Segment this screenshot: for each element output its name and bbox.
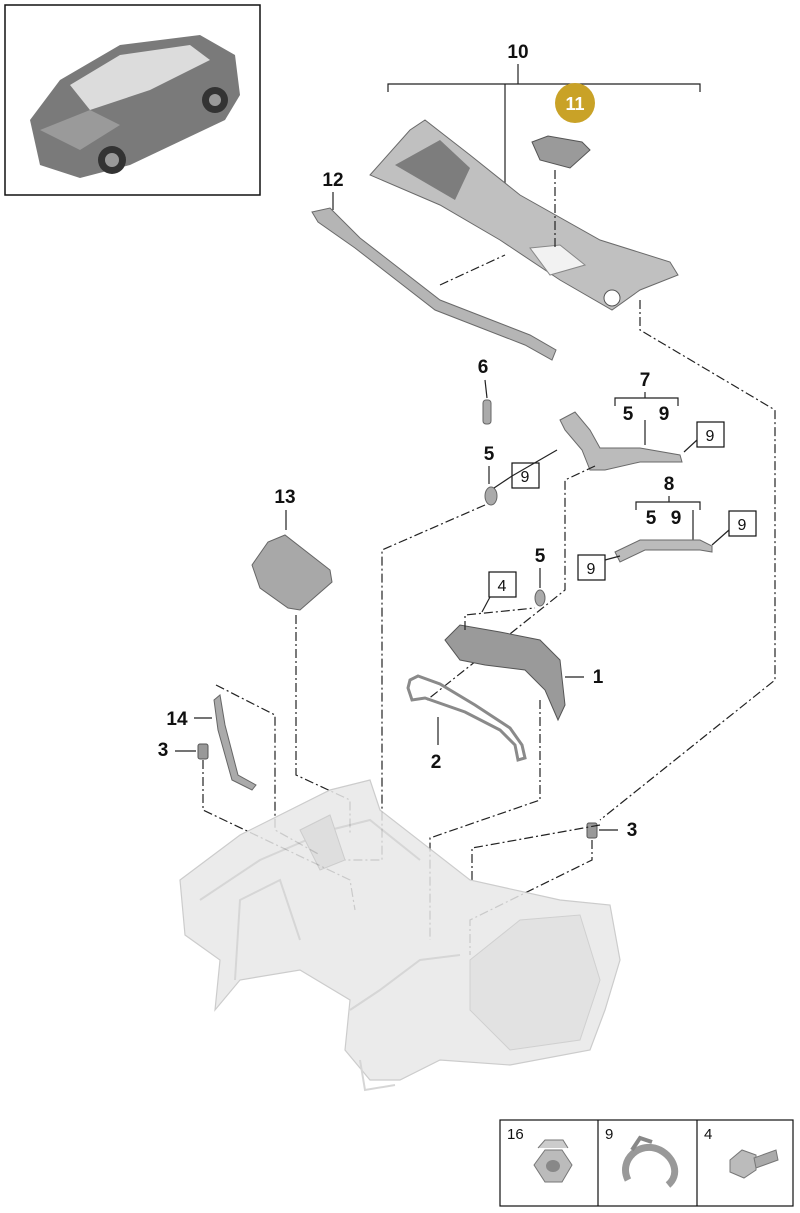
callout-9-e: 9 [738,517,747,534]
legend-cell-16[interactable]: 16 [507,1126,573,1183]
callout-box-9-e [728,510,757,537]
callout-box-4 [488,571,517,598]
leader-9-a [493,475,513,489]
leader-9-f [604,555,621,561]
callout-9-f: 9 [587,561,596,578]
callout-1: 1 [593,667,604,688]
legend-label-16: 16 [507,1126,524,1143]
callout-9-a: 9 [521,469,530,486]
legend-cell-4[interactable]: 4 [704,1126,779,1179]
grommet-part-5-d[interactable] [534,589,546,607]
callout-10: 10 [507,42,528,63]
callout-7: 7 [640,370,651,391]
cover-cap-part-11[interactable] [531,135,591,169]
callout-2: 2 [431,752,442,773]
leader-1-link [464,607,536,630]
leader-4 [481,596,491,613]
vehicle-thumbnail[interactable] [4,4,261,196]
seal-part-12[interactable] [311,207,557,361]
callout-5-d: 5 [535,546,546,567]
hose-part-8[interactable] [614,539,713,563]
callout-12: 12 [322,170,343,191]
callout-3-a: 3 [158,740,169,761]
cowl-panel-part-10[interactable] [369,119,679,311]
grommet-part-6[interactable] [482,399,492,425]
legend-table: 16 9 4 [499,1119,794,1207]
callout-box-9-a [511,462,540,489]
legend-cell-9[interactable]: 9 [605,1126,679,1188]
grommet-part-5-a[interactable] [484,486,498,506]
bracket-8 [635,501,701,510]
bracket-10 [387,64,701,195]
callout-box-9-c [696,421,725,448]
hose-part-7[interactable] [559,411,683,471]
callout-5-a: 5 [484,444,495,465]
highlight-badge[interactable] [555,83,595,123]
leader-9-e [711,529,730,546]
leader-9-a-link [511,449,558,477]
callout-5-c: 5 [646,508,657,529]
leader-13-body [295,615,351,835]
callout-11: 11 [565,94,584,114]
hose-clamp-icon [622,1135,679,1188]
callout-9-b: 9 [659,404,670,425]
callout-4: 4 [498,578,507,595]
bolt-icon [729,1149,779,1179]
bracket-part-1[interactable] [444,624,566,722]
callout-8: 8 [664,474,675,495]
callout-14: 14 [166,709,188,730]
tube-part-14[interactable] [213,694,257,791]
leader-long-right [599,300,776,821]
leader-long-right-end [471,824,601,880]
nut-icon [533,1139,573,1183]
callout-13: 13 [274,487,295,508]
callout-3-b: 3 [627,820,638,841]
callout-9-d: 9 [671,508,682,529]
callout-box-9-f [577,554,606,581]
bracket-7 [614,397,679,406]
module-part-13[interactable] [251,534,333,611]
leader-9-c [683,439,698,453]
legend-label-9: 9 [605,1126,613,1143]
leader-12-link [439,254,506,286]
callout-6: 6 [478,357,489,378]
callout-5-b: 5 [623,404,634,425]
leader-5-a-body [345,504,486,861]
body-structure [179,779,621,1092]
callout-9-c: 9 [706,428,715,445]
seal-part-2[interactable] [406,674,527,762]
legend-label-4: 4 [704,1126,712,1143]
clip-part-3-b[interactable] [586,822,598,839]
leader-6 [484,379,488,399]
clip-part-3-a[interactable] [197,743,209,760]
